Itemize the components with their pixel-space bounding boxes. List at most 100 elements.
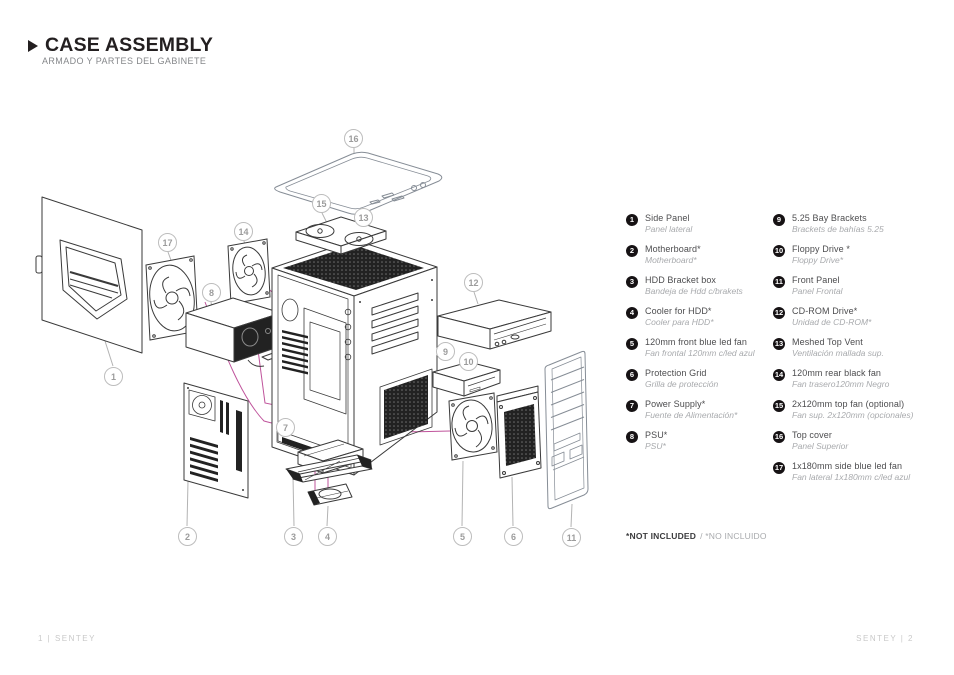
legend-item-15: 15 2x120mm top fan (optional)Fan sup. 2x… xyxy=(773,399,941,430)
front-fan-part xyxy=(448,392,498,461)
callout-9: 9 xyxy=(436,342,455,361)
cdrom-part xyxy=(437,299,552,350)
side-panel-part xyxy=(35,196,143,354)
legend-label-es: Panel lateral xyxy=(645,223,693,234)
legend-label-en: Power Supply* xyxy=(645,399,706,409)
legend-number-badge: 11 xyxy=(773,275,785,288)
floppy-part xyxy=(432,361,501,397)
protection-grid-part xyxy=(496,385,542,479)
callout-16: 16 xyxy=(344,129,363,148)
legend-item-2: 2 Motherboard*Motherboard* xyxy=(626,244,776,275)
legend-number-badge: 1 xyxy=(626,213,638,226)
legend-number-badge: 9 xyxy=(773,213,785,226)
not-included-note: *NOT INCLUDED/ *NO INCLUIDO xyxy=(626,531,767,541)
rear-fan-part xyxy=(227,238,271,305)
legend-label-es: Bandeja de Hdd c/brakets xyxy=(645,285,743,296)
legend-item-8: 8 PSU*PSU* xyxy=(626,430,776,461)
legend-number-badge: 6 xyxy=(626,368,638,381)
legend-label-es: Fuente de Alimentación* xyxy=(645,409,738,420)
legend-label-es: Motherboard* xyxy=(645,254,697,265)
legend-label-en: Front Panel xyxy=(792,275,840,285)
legend-number-badge: 7 xyxy=(626,399,638,412)
side-fan-part xyxy=(145,255,199,341)
legend-label-es: Ventilación mallada sup. xyxy=(792,347,884,358)
legend-label-es: Cooler para HDD* xyxy=(645,316,714,327)
legend-label-es: Unidad de CD-ROM* xyxy=(792,316,872,327)
chassis-part xyxy=(271,239,438,476)
legend-label-en: Protection Grid xyxy=(645,368,707,378)
legend-label-en: 1x180mm side blue led fan xyxy=(792,461,903,471)
legend-label-es: Panel Frontal xyxy=(792,285,843,296)
legend-item-12: 12 CD-ROM Drive*Unidad de CD-ROM* xyxy=(773,306,941,337)
callout-8: 8 xyxy=(202,283,221,302)
top-cover-part xyxy=(274,151,443,215)
not-included-es: / *NO INCLUIDO xyxy=(700,531,767,541)
callout-5: 5 xyxy=(453,527,472,546)
footer-page-right: SENTEY | 2 xyxy=(856,634,914,643)
legend-label-es: Fan frontal 120mm c/led azul xyxy=(645,347,755,358)
footer-page-left: 1 | SENTEY xyxy=(38,634,96,643)
page-subtitle: ARMADO Y PARTES DEL GABINETE xyxy=(42,56,207,66)
hdd-cooler-part xyxy=(307,483,353,506)
legend-label-en: 120mm front blue led fan xyxy=(645,337,747,347)
legend-label-en: 5.25 Bay Brackets xyxy=(792,213,867,223)
legend-number-badge: 8 xyxy=(626,430,638,443)
not-included-en: *NOT INCLUDED xyxy=(626,531,697,541)
legend-number-badge: 13 xyxy=(773,337,785,350)
psu-part xyxy=(185,297,293,369)
legend-label-en: Top cover xyxy=(792,430,832,440)
legend-number-badge: 5 xyxy=(626,337,638,350)
legend-label-es: Fan trasero120mm Negro xyxy=(792,378,890,389)
callout-12: 12 xyxy=(464,273,483,292)
legend-item-7: 7 Power Supply*Fuente de Alimentación* xyxy=(626,399,776,430)
legend-label-es: Brackets de bahías 5.25 xyxy=(792,223,884,234)
callout-14: 14 xyxy=(234,222,253,241)
legend-label-en: CD-ROM Drive* xyxy=(792,306,858,316)
front-panel-part xyxy=(544,350,589,510)
legend-label-es: PSU* xyxy=(645,440,666,451)
callout-3: 3 xyxy=(284,527,303,546)
page-header: CASE ASSEMBLY xyxy=(28,34,213,57)
callout-2: 2 xyxy=(178,527,197,546)
legend-item-10: 10 Floppy Drive *Floppy Drive* xyxy=(773,244,941,275)
callout-4: 4 xyxy=(318,527,337,546)
page-title: CASE ASSEMBLY xyxy=(45,34,214,56)
legend-number-badge: 14 xyxy=(773,368,785,381)
legend-label-en: Motherboard* xyxy=(645,244,701,254)
legend-label-es: Floppy Drive* xyxy=(792,254,844,265)
motherboard-part xyxy=(183,382,249,499)
legend-number-badge: 17 xyxy=(773,461,785,474)
hdd-bracket-part xyxy=(285,439,373,483)
legend-label-es: Fan sup. 2x120mm (opcionales) xyxy=(792,409,914,420)
legend-number-badge: 10 xyxy=(773,244,785,257)
legend-label-en: Cooler for HDD* xyxy=(645,306,712,316)
legend-label-en: HDD Bracket box xyxy=(645,275,717,285)
callout-7: 7 xyxy=(276,418,295,437)
legend-label-en: Meshed Top Vent xyxy=(792,337,863,347)
legend-label-en: Side Panel xyxy=(645,213,690,223)
arrow-icon xyxy=(28,39,38,52)
legend-label-en: 2x120mm top fan (optional) xyxy=(792,399,905,409)
callout-13: 13 xyxy=(354,208,373,227)
legend-label-es: Fan lateral 1x180mm c/led azul xyxy=(792,471,911,482)
legend-number-badge: 16 xyxy=(773,430,785,443)
legend-number-badge: 2 xyxy=(626,244,638,257)
legend-number-badge: 4 xyxy=(626,306,638,319)
legend-item-4: 4 Cooler for HDD*Cooler para HDD* xyxy=(626,306,776,337)
legend-label-es: Panel Superior xyxy=(792,440,849,451)
legend-label-en: 120mm rear black fan xyxy=(792,368,882,378)
legend-number-badge: 15 xyxy=(773,399,785,412)
legend-label-en: Floppy Drive * xyxy=(792,244,850,254)
